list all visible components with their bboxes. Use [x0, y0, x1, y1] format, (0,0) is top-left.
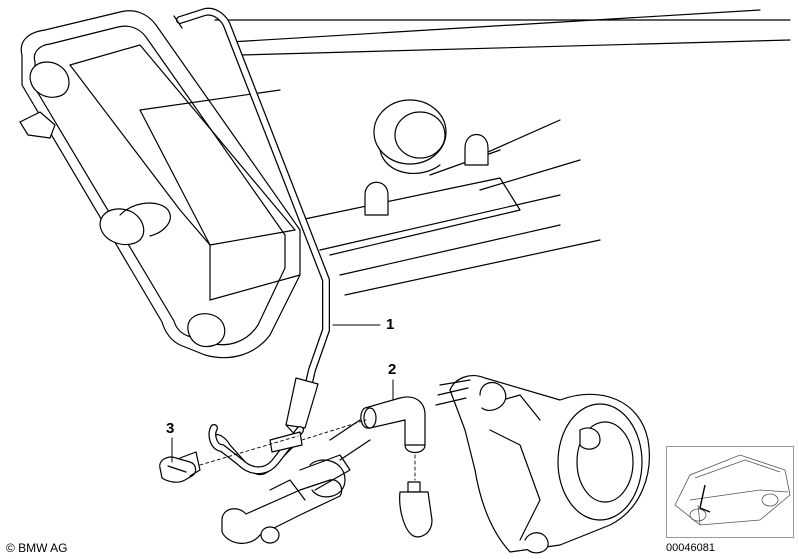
elbow-hose-part-2 [360, 396, 426, 454]
hose-clamp-part-3 [159, 451, 201, 483]
callout-2: 2 [388, 361, 397, 378]
vehicle-locator-thumbnail [674, 454, 791, 526]
lower-bracket [221, 419, 371, 544]
breather-hose-part-1 [173, 7, 330, 476]
valve-cover [19, 10, 301, 359]
intake-housing [435, 375, 650, 554]
callout-leaders [171, 324, 394, 463]
callout-1: 1 [386, 316, 395, 333]
callout-3: 3 [166, 420, 175, 437]
document-number: 00046081 [666, 542, 715, 554]
oil-filler-cap [373, 99, 447, 174]
intake-nipple [399, 481, 433, 538]
engine-block-outline [214, 9, 791, 296]
assembly-guide-lines [199, 419, 416, 481]
vehicle-locator-frame [666, 446, 794, 538]
cover-nuts [364, 133, 489, 216]
copyright-notice: © BMW AG [6, 541, 68, 555]
